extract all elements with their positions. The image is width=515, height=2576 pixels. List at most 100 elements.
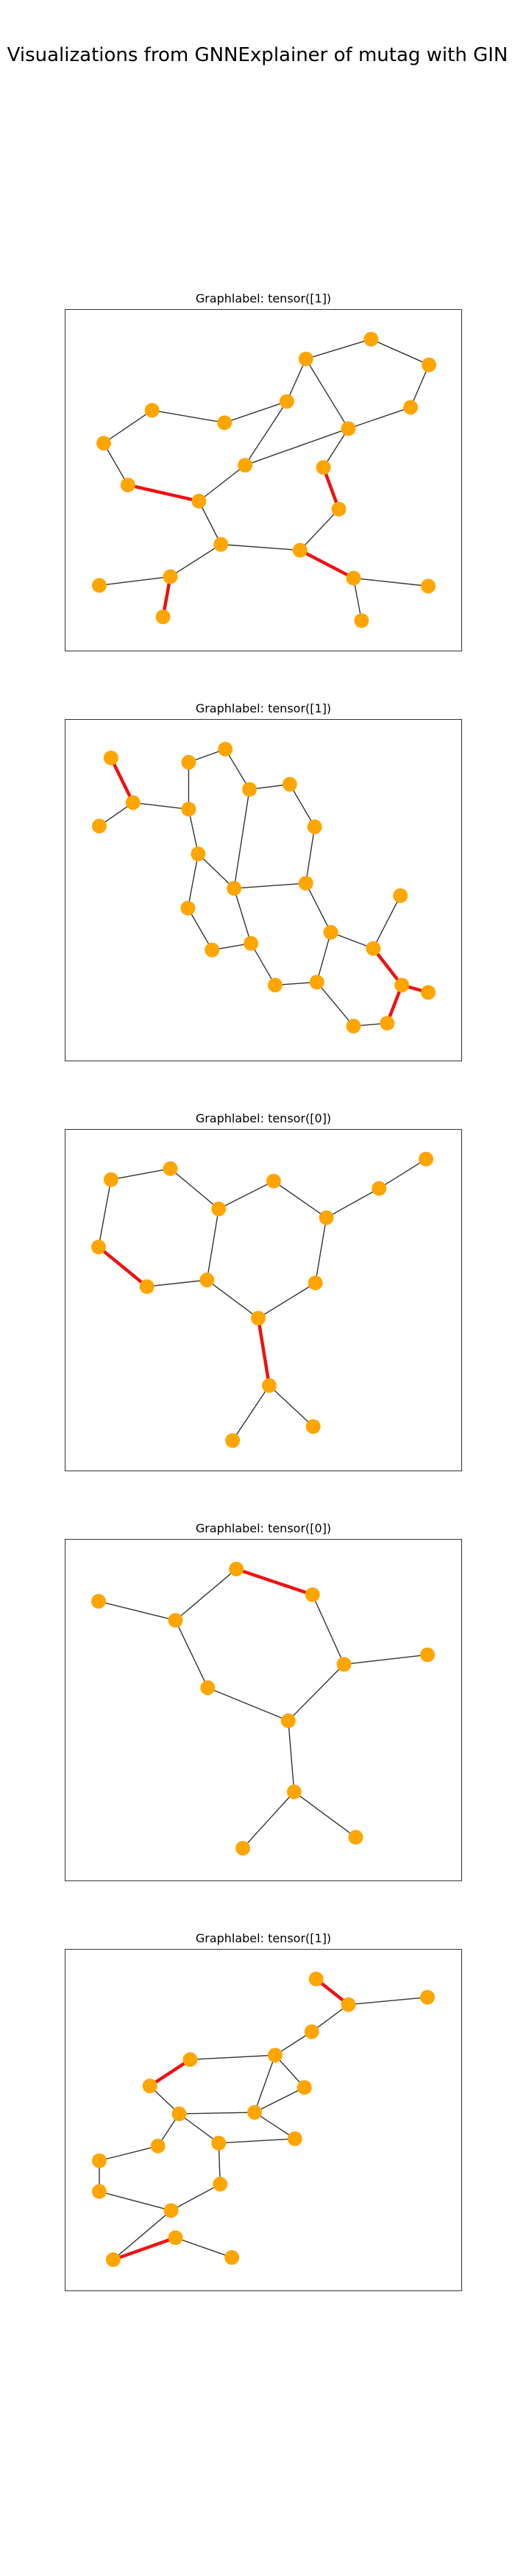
graph-edge xyxy=(371,339,430,366)
graph-edge xyxy=(254,2087,305,2113)
graph-edge xyxy=(378,1158,427,1189)
graph-node xyxy=(218,741,233,757)
graph-node xyxy=(150,2138,166,2154)
graph-node xyxy=(105,2252,121,2268)
graph-edge xyxy=(254,2112,296,2140)
graph-edge xyxy=(410,364,430,408)
graph-node xyxy=(181,802,196,817)
graph-edge xyxy=(197,853,235,889)
highlighted-edge xyxy=(322,467,341,510)
graph-edge xyxy=(312,1594,345,1665)
graph-node xyxy=(341,421,356,436)
graph-node xyxy=(286,1784,302,1800)
graph-canvas xyxy=(65,1539,462,1881)
graph-node xyxy=(125,795,141,810)
highlighted-edge xyxy=(235,1567,313,1596)
graph-node xyxy=(213,537,229,552)
graph-label: Graphlabel: tensor([1]) xyxy=(195,291,332,305)
graph-node xyxy=(227,881,242,896)
graph-edge xyxy=(221,543,300,551)
graph-node xyxy=(92,2184,107,2199)
graph-edge xyxy=(330,932,374,949)
graph-node xyxy=(191,493,207,509)
graph-edge xyxy=(187,854,199,909)
graph-edge xyxy=(99,2145,158,2162)
graph-edge xyxy=(218,1181,274,1210)
graph-canvas xyxy=(65,719,462,1061)
graph-edge xyxy=(234,882,306,889)
graph-edge xyxy=(179,2112,255,2115)
graph-node xyxy=(224,2250,240,2265)
graph-edge xyxy=(305,827,316,884)
graph-edge xyxy=(152,409,225,424)
graph-edge xyxy=(233,789,250,889)
graph-node xyxy=(307,819,322,835)
graph-node xyxy=(305,1587,320,1602)
graph-node xyxy=(403,400,419,415)
graph-node xyxy=(421,578,436,594)
graph-node xyxy=(346,1019,361,1034)
highlighted-edge xyxy=(109,757,135,804)
graph-node xyxy=(419,1151,434,1167)
graph-edge xyxy=(353,577,429,587)
graph-edge xyxy=(244,401,288,466)
graph-node xyxy=(309,974,324,990)
graph-node xyxy=(171,2106,187,2121)
graph-node xyxy=(96,436,111,451)
graph-edge xyxy=(206,1279,259,1319)
highlighted-edge xyxy=(113,2236,177,2262)
graph-node xyxy=(280,1713,296,1728)
graph-edge xyxy=(288,1663,345,1722)
graph-edge xyxy=(348,1997,428,2006)
graph-node xyxy=(341,1997,356,2012)
graph-node xyxy=(182,2052,198,2067)
graph-edge xyxy=(188,809,199,854)
graph-node xyxy=(331,501,347,517)
graph-canvas xyxy=(65,1949,462,2291)
graph-edge xyxy=(224,749,250,790)
graph-node xyxy=(225,1433,241,1448)
graph-edge xyxy=(103,409,153,444)
graph-node xyxy=(346,570,361,586)
graph-edge xyxy=(305,882,332,933)
graph-node xyxy=(92,818,107,834)
graph-edge xyxy=(170,1168,219,1210)
highlighted-edge xyxy=(372,947,403,986)
graph-edge xyxy=(250,943,276,986)
graph-node xyxy=(242,782,258,797)
highlighted-edge xyxy=(299,548,355,580)
graph-edge xyxy=(110,1168,171,1181)
graph-node xyxy=(235,1841,251,1856)
graph-edge xyxy=(232,1385,270,1441)
graph-panel-5: Graphlabel: tensor([1]) xyxy=(65,1931,462,2291)
graph-node xyxy=(211,2135,227,2151)
graph-node xyxy=(181,754,196,770)
graph-node xyxy=(120,478,135,492)
graph-label: Graphlabel: tensor([0]) xyxy=(195,1521,332,1535)
graph-node xyxy=(298,351,313,367)
graph-edge xyxy=(311,2004,349,2033)
graph-node xyxy=(168,1613,183,1628)
graph-edge xyxy=(269,1384,314,1427)
graph-edge xyxy=(103,442,129,486)
graph-node xyxy=(144,403,160,418)
graph-node xyxy=(155,609,171,625)
graph-node xyxy=(308,1275,323,1291)
graph-edge xyxy=(233,888,252,944)
graph-node xyxy=(305,1419,321,1434)
graph-node xyxy=(372,1181,387,1196)
graph-panel-2: Graphlabel: tensor([1]) xyxy=(65,701,462,1061)
graph-panel-3: Graphlabel: tensor([0]) xyxy=(65,1111,462,1471)
graph-node xyxy=(421,985,436,1000)
graph-edge xyxy=(99,2190,171,2212)
graph-node xyxy=(139,1279,154,1295)
graph-node xyxy=(142,2078,157,2094)
graph-node xyxy=(91,1239,106,1255)
graph-node xyxy=(393,888,408,903)
graph-edge xyxy=(326,1188,380,1219)
graph-edge xyxy=(323,428,349,468)
highlighted-edge xyxy=(256,1317,271,1386)
graph-edge xyxy=(316,982,355,1027)
graph-edge xyxy=(288,1720,295,1792)
graph-node xyxy=(217,415,232,431)
